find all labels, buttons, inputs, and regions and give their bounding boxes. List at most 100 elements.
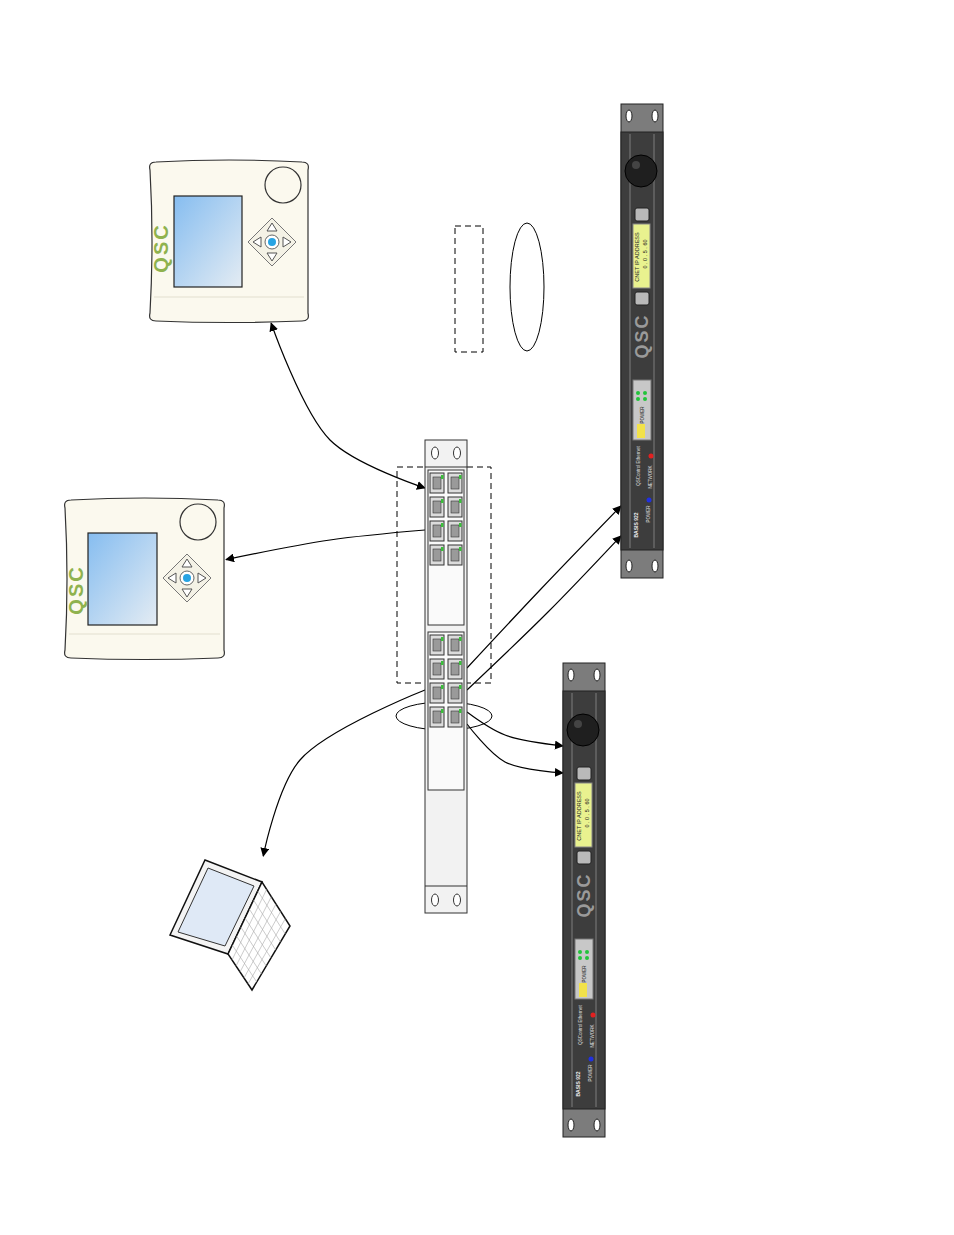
ethernet-port — [448, 659, 462, 679]
port-socket — [433, 639, 441, 651]
dpad-outline — [248, 218, 296, 266]
rack-rail — [595, 693, 597, 1107]
status-indicator — [637, 424, 645, 438]
dpad-arrow — [253, 237, 261, 247]
network-cable — [263, 690, 425, 856]
port-led — [441, 661, 444, 665]
mount-hole — [454, 894, 461, 906]
brand-logo: QSC — [633, 313, 651, 358]
knob-highlight — [574, 720, 582, 728]
dpad-center — [268, 238, 276, 246]
rack-hole — [594, 669, 600, 681]
ip-display — [633, 224, 650, 288]
ethernet-port — [448, 635, 462, 655]
status-led — [585, 950, 589, 954]
panel-outline — [63, 498, 226, 660]
rack-device: CNET IP ADDRESS0 . 0 . 5 . 60QSCPOWERQSC… — [563, 663, 605, 1137]
ethernet-port — [448, 707, 462, 727]
port-socket — [451, 687, 459, 699]
key-column — [244, 911, 281, 978]
port-led — [459, 637, 462, 641]
status-led — [643, 397, 647, 401]
status-led — [578, 956, 582, 960]
switch-body — [425, 440, 467, 913]
panel-label: CNET IP ADDRESS — [577, 791, 583, 840]
rack-ears — [563, 663, 605, 1137]
port-socket — [451, 549, 459, 561]
port-led — [441, 685, 444, 689]
rack-hole — [568, 669, 574, 681]
rack-hole — [626, 110, 632, 122]
panel-label: POWER — [647, 505, 652, 522]
port-socket — [451, 639, 459, 651]
rack-ears — [621, 104, 663, 578]
key-column — [240, 904, 276, 972]
ethernet-port — [430, 683, 444, 703]
laptop-device — [166, 856, 294, 992]
ear-line — [425, 886, 467, 887]
dpad-arrow — [182, 559, 192, 567]
status-led — [636, 397, 640, 401]
key-column — [236, 897, 271, 966]
power-led — [647, 498, 652, 503]
port-socket — [433, 549, 441, 561]
ethernet-port — [430, 521, 444, 541]
rack-device: CNET IP ADDRESS0 . 0 . 5 . 60 QSC POWER QSC… — [621, 104, 663, 578]
port-led — [459, 685, 462, 689]
dpad-center-ring — [265, 235, 279, 249]
port-led — [441, 499, 444, 503]
panel-screen — [174, 196, 242, 287]
port-led — [441, 475, 444, 479]
port-socket — [433, 477, 441, 489]
network-led — [591, 1013, 596, 1018]
switch-outline — [425, 440, 467, 913]
panel-body — [150, 160, 309, 323]
panel-label: POWER — [641, 406, 646, 423]
panel-label: 0 . 0 . 5 . 60 — [643, 239, 649, 268]
port-led — [441, 637, 444, 641]
brand-logo: QSC — [151, 223, 171, 272]
rack-rail — [653, 134, 655, 548]
ethernet-port — [430, 497, 444, 517]
status-led — [585, 956, 589, 960]
port-socket — [433, 663, 441, 675]
status-box — [633, 380, 651, 440]
rack-button — [635, 208, 649, 221]
switch-device — [425, 440, 467, 913]
mount-hole — [432, 894, 439, 906]
rack-button — [577, 851, 591, 864]
rack-knob — [625, 155, 657, 187]
panel-outline — [148, 160, 310, 323]
dpad-outline — [163, 554, 211, 602]
panel-label: CNET IP ADDRESS — [635, 232, 641, 281]
ethernet-port — [448, 545, 462, 565]
rack-knob — [567, 714, 599, 746]
dpad-arrow — [198, 573, 206, 583]
status-box — [575, 939, 593, 999]
panel-device: QSC — [63, 498, 226, 660]
ethernet-port — [430, 635, 444, 655]
port-socket — [451, 501, 459, 513]
dpad-center-ring — [180, 571, 194, 585]
ethernet-port — [430, 707, 444, 727]
rack-face — [621, 132, 663, 550]
panel-seam — [154, 297, 304, 298]
network-led — [649, 454, 654, 459]
power-led — [589, 1057, 594, 1062]
dpad-arrow — [267, 223, 277, 231]
rack-button — [577, 767, 591, 780]
port-socket — [433, 711, 441, 723]
ethernet-port — [448, 497, 462, 517]
port-socket — [451, 477, 459, 489]
panel-label: QSControl Ethernet — [637, 446, 642, 485]
panel-label: BASIS 922 — [634, 512, 639, 537]
brand-logo: QSC — [66, 565, 86, 614]
port-socket — [451, 663, 459, 675]
panel-label: NETWORK — [649, 466, 654, 489]
port-led — [459, 661, 462, 665]
laptop-keyboard — [228, 882, 290, 990]
ethernet-port — [430, 545, 444, 565]
dpad-arrow — [283, 237, 291, 247]
dpad-arrow — [168, 573, 176, 583]
